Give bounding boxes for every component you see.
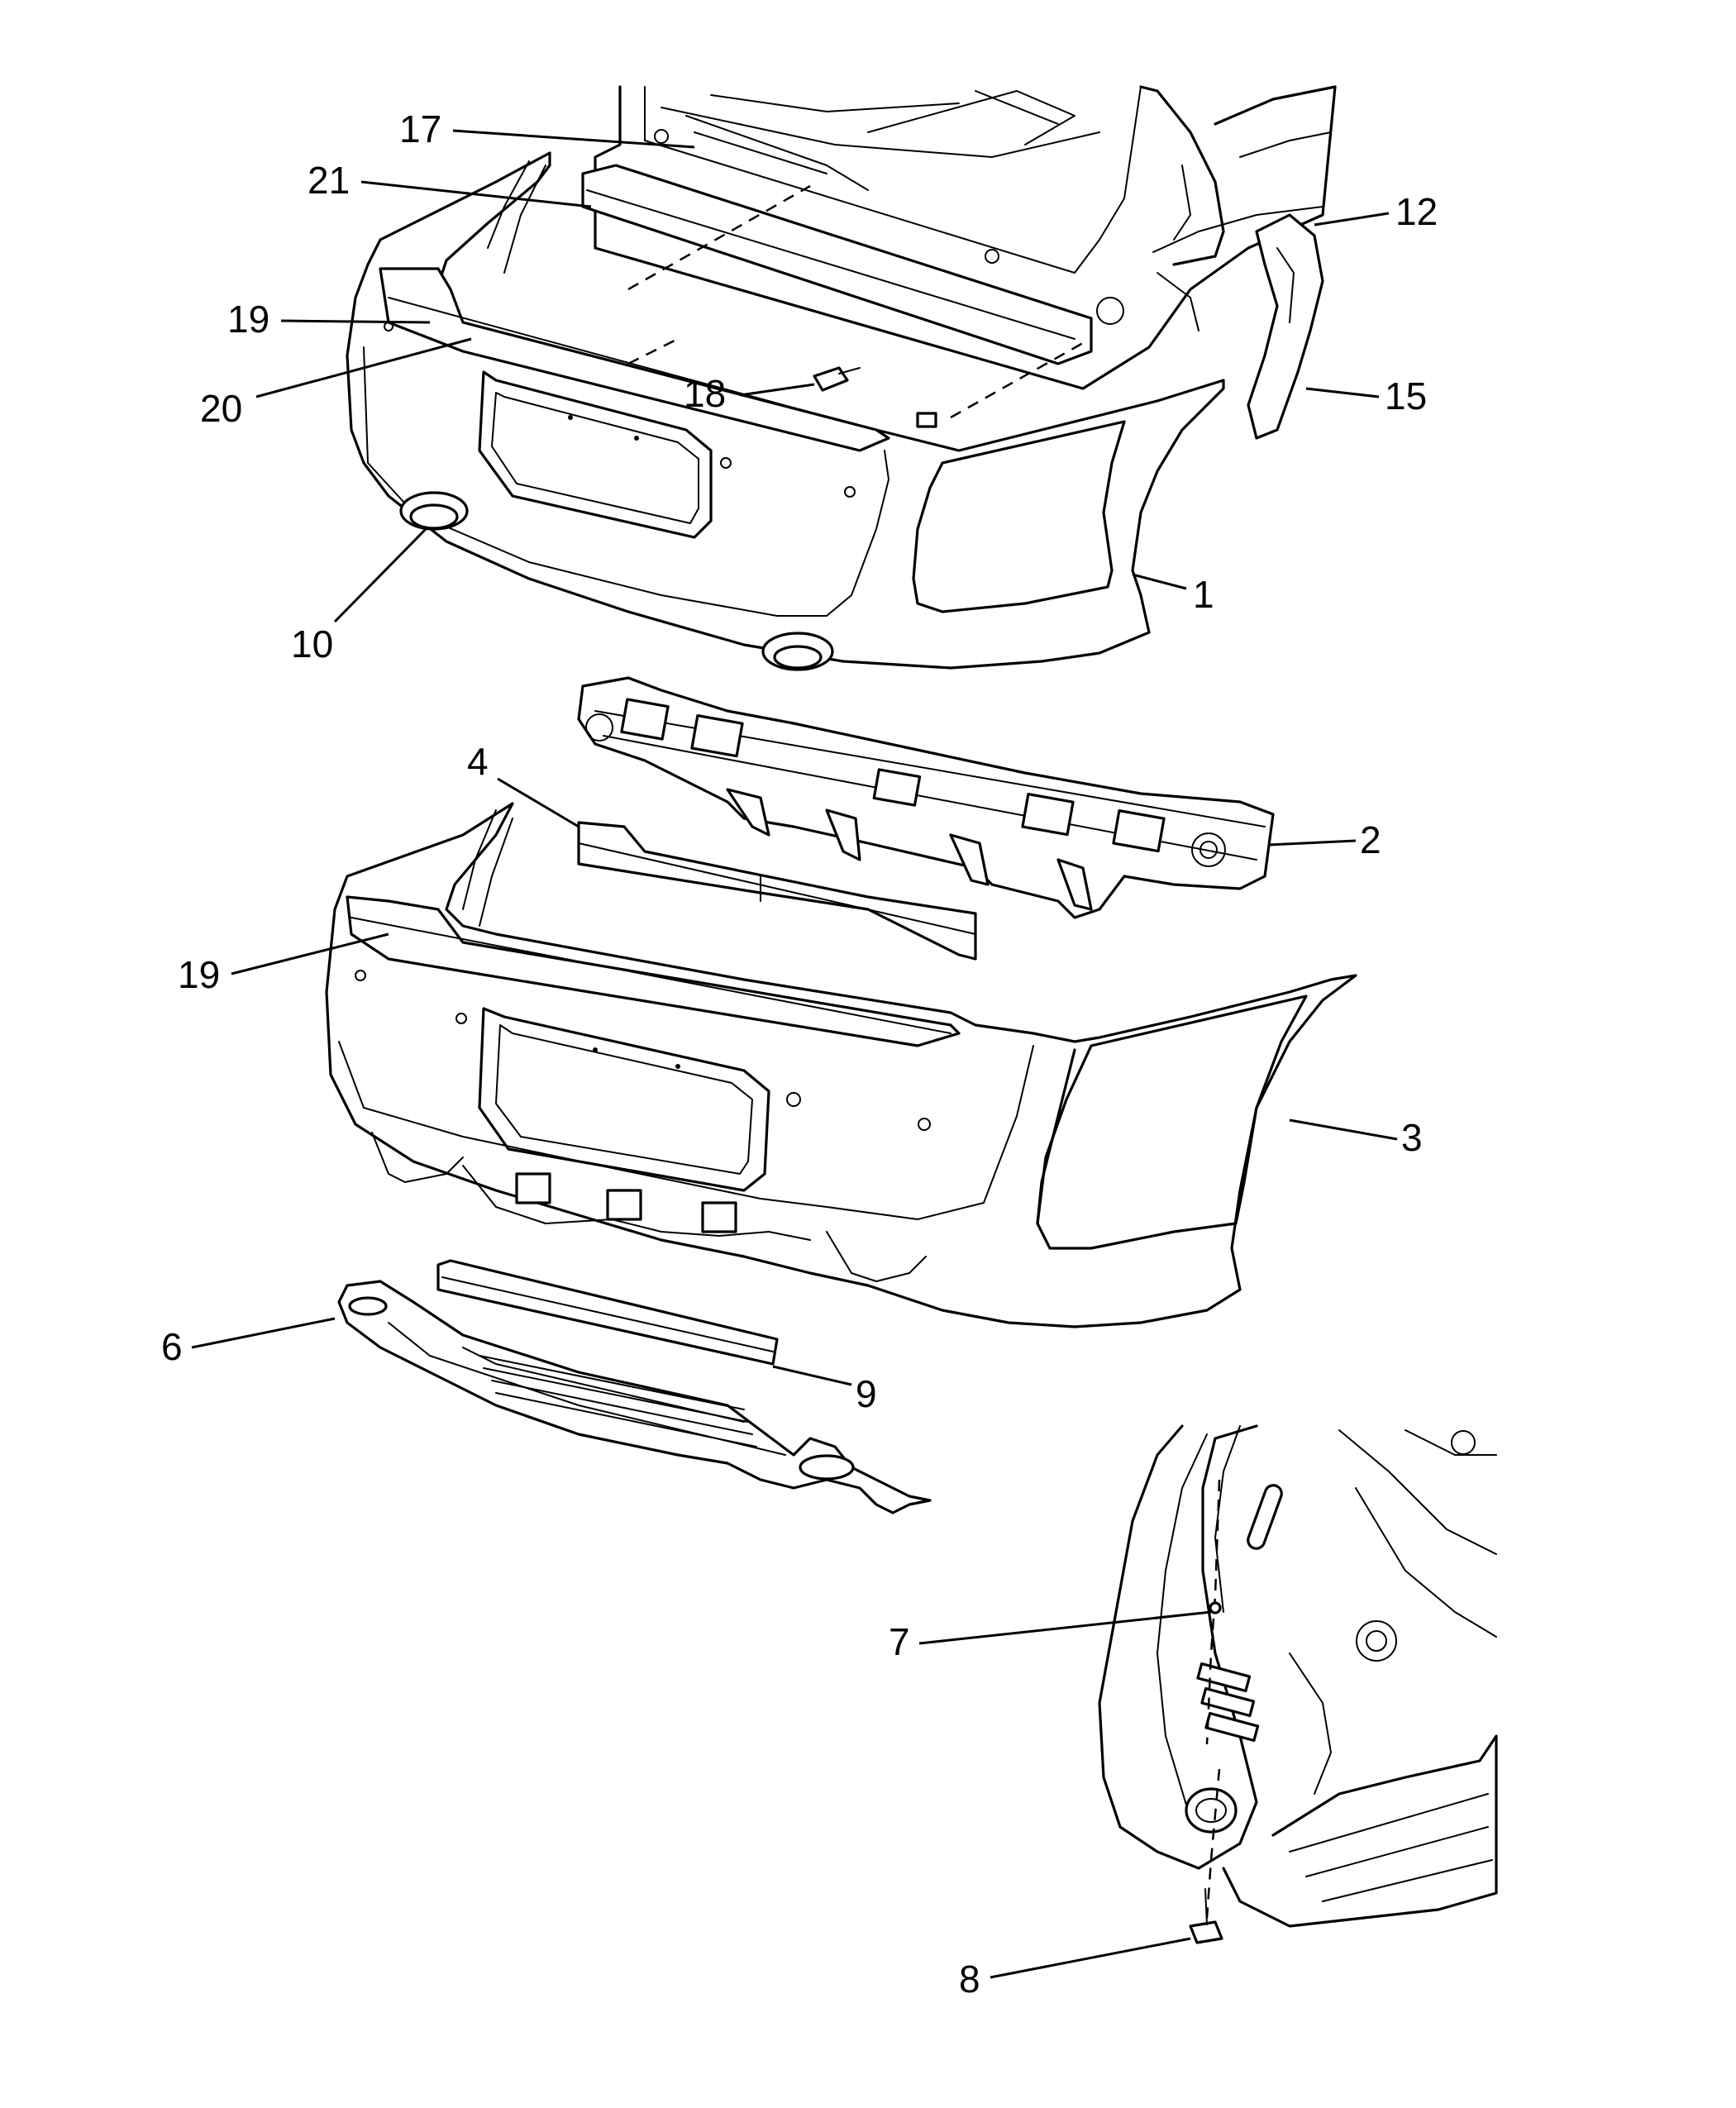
callout-17: 17 [399,107,441,150]
leader-3 [1289,1118,1398,1141]
leader-1 [1132,573,1187,590]
callout-1: 1 [1193,573,1214,616]
rear-bumper-fascia-lower [325,802,1357,1328]
callout-18: 18 [684,372,726,415]
callout-labels: 17 21 12 19 20 18 15 1 10 4 2 19 3 6 9 7… [161,107,1438,2001]
leader-4 [497,777,579,828]
leader-12 [1314,212,1390,227]
leader-15 [1305,387,1380,398]
callout-19: 19 [178,953,220,996]
energy-absorber [577,676,1275,919]
rear-diffuser [337,1280,932,1514]
callout-8: 8 [959,1958,980,2001]
callout-10: 10 [291,622,333,665]
callout-19: 19 [227,298,269,341]
underside-detail-view [1098,1424,1498,1944]
rear-bumper-fascia-upper [346,151,1225,671]
callout-9: 9 [856,1372,877,1415]
callout-12: 12 [1395,190,1438,233]
callout-7: 7 [889,1620,910,1663]
leader-20 [255,337,472,398]
leader-19a [280,319,431,324]
leader-2 [1268,839,1357,847]
leader-10 [333,527,427,623]
callout-2: 2 [1360,818,1381,861]
leader-18 [739,383,815,397]
callout-4: 4 [467,740,489,783]
callout-6: 6 [161,1325,183,1368]
fascia-support-bar [577,821,977,961]
callout-20: 20 [200,387,242,430]
vehicle-rear-body [581,85,1337,440]
leader-21 [360,180,592,208]
diffuser-trim-strip [436,1259,779,1366]
leader-8 [990,1937,1191,1979]
leader-7 [918,1610,1212,1645]
leader-19b [231,932,389,975]
leader-17 [452,129,695,149]
callout-15: 15 [1385,374,1427,417]
leader-9 [772,1365,852,1386]
leader-6 [191,1317,336,1349]
callout-leaders [191,129,1398,1979]
callout-21: 21 [308,159,350,202]
callout-3: 3 [1401,1116,1423,1159]
